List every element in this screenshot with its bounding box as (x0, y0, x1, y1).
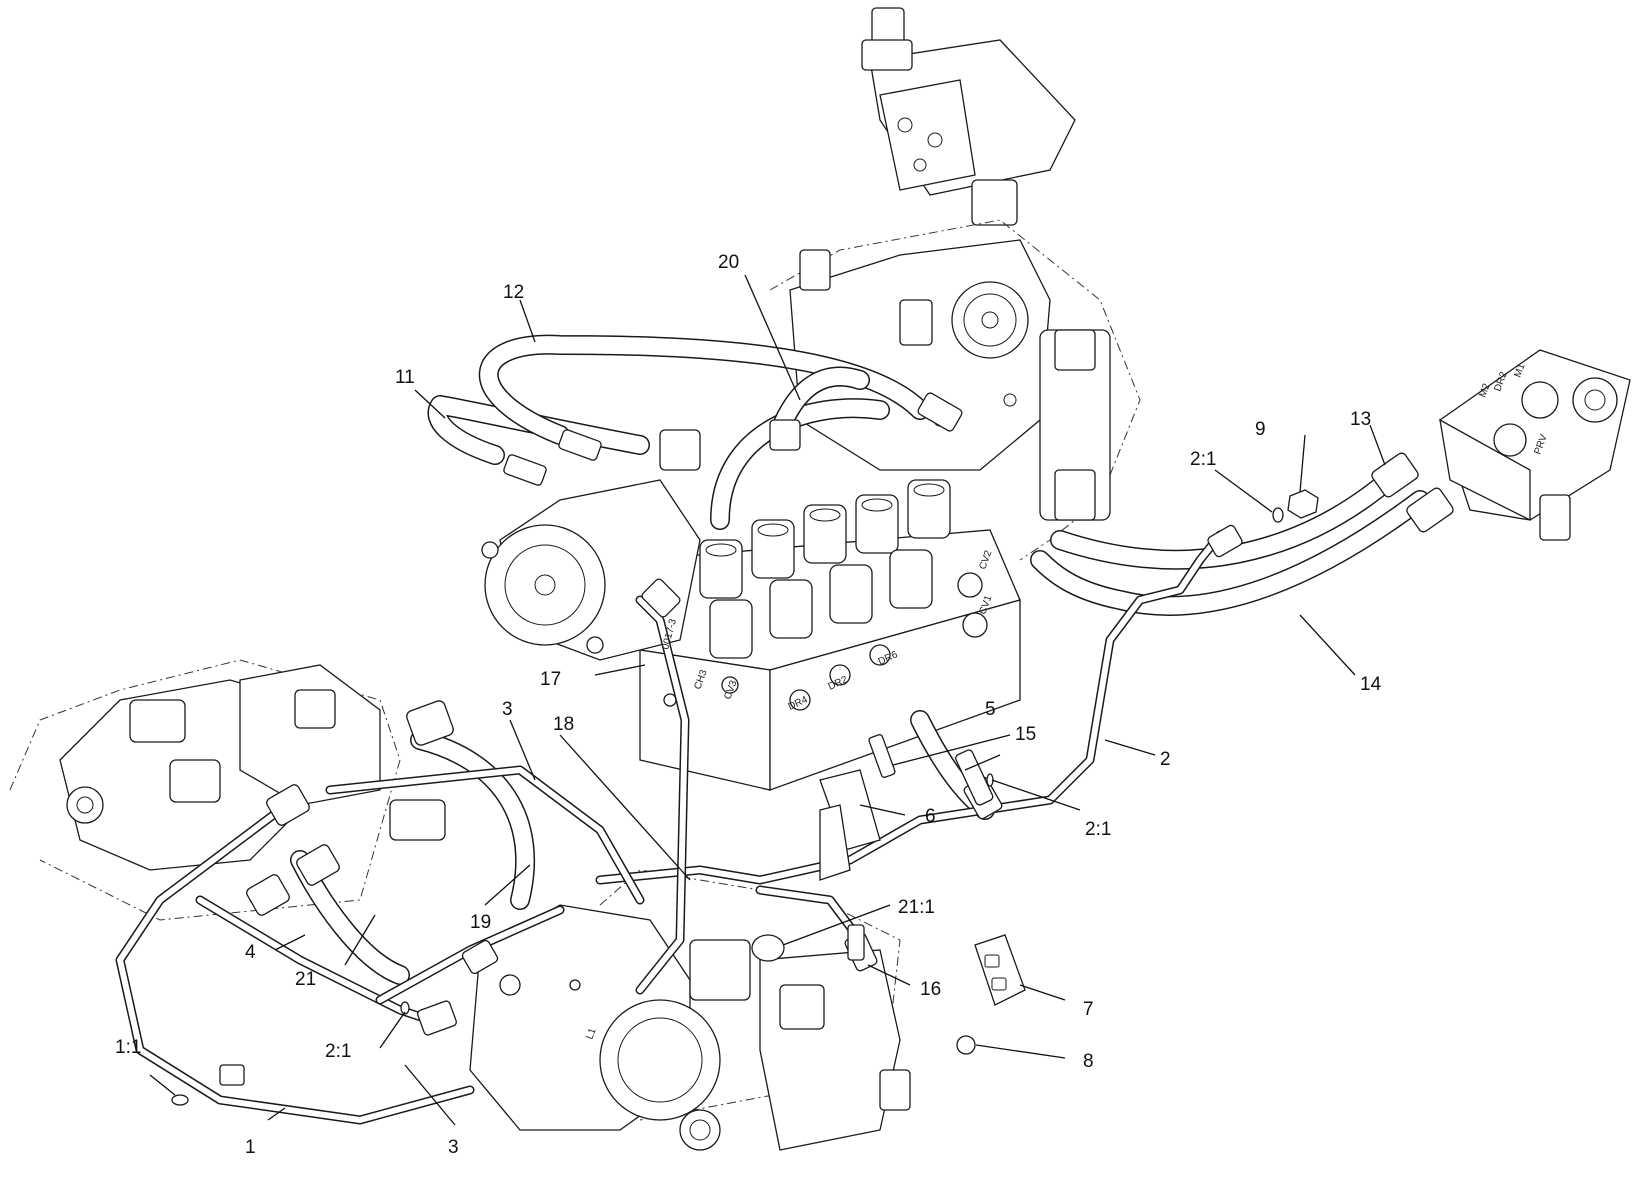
callout-18: 18 (553, 714, 574, 735)
callout-3-bottom: 3 (448, 1137, 459, 1158)
callout-21: 21 (295, 969, 316, 990)
callout-5: 5 (985, 699, 996, 720)
callout-11: 11 (395, 367, 415, 388)
marking-m2: M2 (1477, 382, 1492, 399)
callout-8: 8 (1083, 1051, 1094, 1072)
callout-4: 4 (245, 942, 256, 963)
left-motor-valve (9, 659, 401, 921)
nut-8 (956, 1035, 976, 1055)
callout-3-top: 3 (502, 699, 513, 720)
cartridge-manifold (639, 479, 1021, 791)
o-ring-2-1-low (400, 1001, 410, 1015)
fitting-16 (847, 924, 865, 961)
callout-19: 19 (470, 912, 491, 933)
callout-14: 14 (1360, 674, 1382, 695)
callout-2-1-top: 2:1 (1190, 449, 1216, 470)
callout-17: 17 (540, 669, 561, 690)
top-solenoid-valve (861, 7, 1076, 226)
callout-21-1: 21:1 (898, 897, 935, 918)
leader-lines (149, 274, 1386, 1126)
callout-7: 7 (1083, 999, 1094, 1020)
callout-2: 2 (1160, 749, 1171, 770)
callout-9: 9 (1255, 419, 1266, 440)
small-parts (171, 489, 1319, 1106)
marking-l1: L1 (584, 1026, 598, 1041)
callout-12: 12 (503, 282, 524, 303)
callout-1: 1 (245, 1137, 256, 1158)
callout-2-1-low: 2:1 (325, 1041, 351, 1062)
o-ring-21-1 (751, 934, 785, 962)
cartridge-valves (699, 479, 951, 659)
bolt-5 (868, 734, 896, 778)
hex-nut-9 (1287, 489, 1319, 519)
sensor-15 (955, 749, 994, 806)
o-ring-2-1-top (1272, 507, 1284, 523)
hoses (290, 334, 1430, 985)
callout-13: 13 (1350, 409, 1371, 430)
callout-16: 16 (920, 979, 941, 1000)
callout-20: 20 (718, 252, 739, 273)
clamp-7 (974, 934, 1026, 1006)
callout-2-1-mid: 2:1 (1085, 819, 1111, 840)
right-valve-block (1439, 349, 1631, 541)
callout-15: 15 (1015, 724, 1036, 745)
bracket-6-base (819, 804, 851, 881)
callout-6: 6 (925, 806, 936, 827)
callouts: 11 12 20 13 9 2:1 14 2 2:1 5 15 6 17 18 … (115, 252, 1382, 1158)
lower-pump-assembly (469, 869, 911, 1151)
o-ring-1-1 (171, 1094, 189, 1106)
marking-m1: M1 (1512, 362, 1527, 379)
callout-1-1: 1:1 (115, 1037, 141, 1058)
